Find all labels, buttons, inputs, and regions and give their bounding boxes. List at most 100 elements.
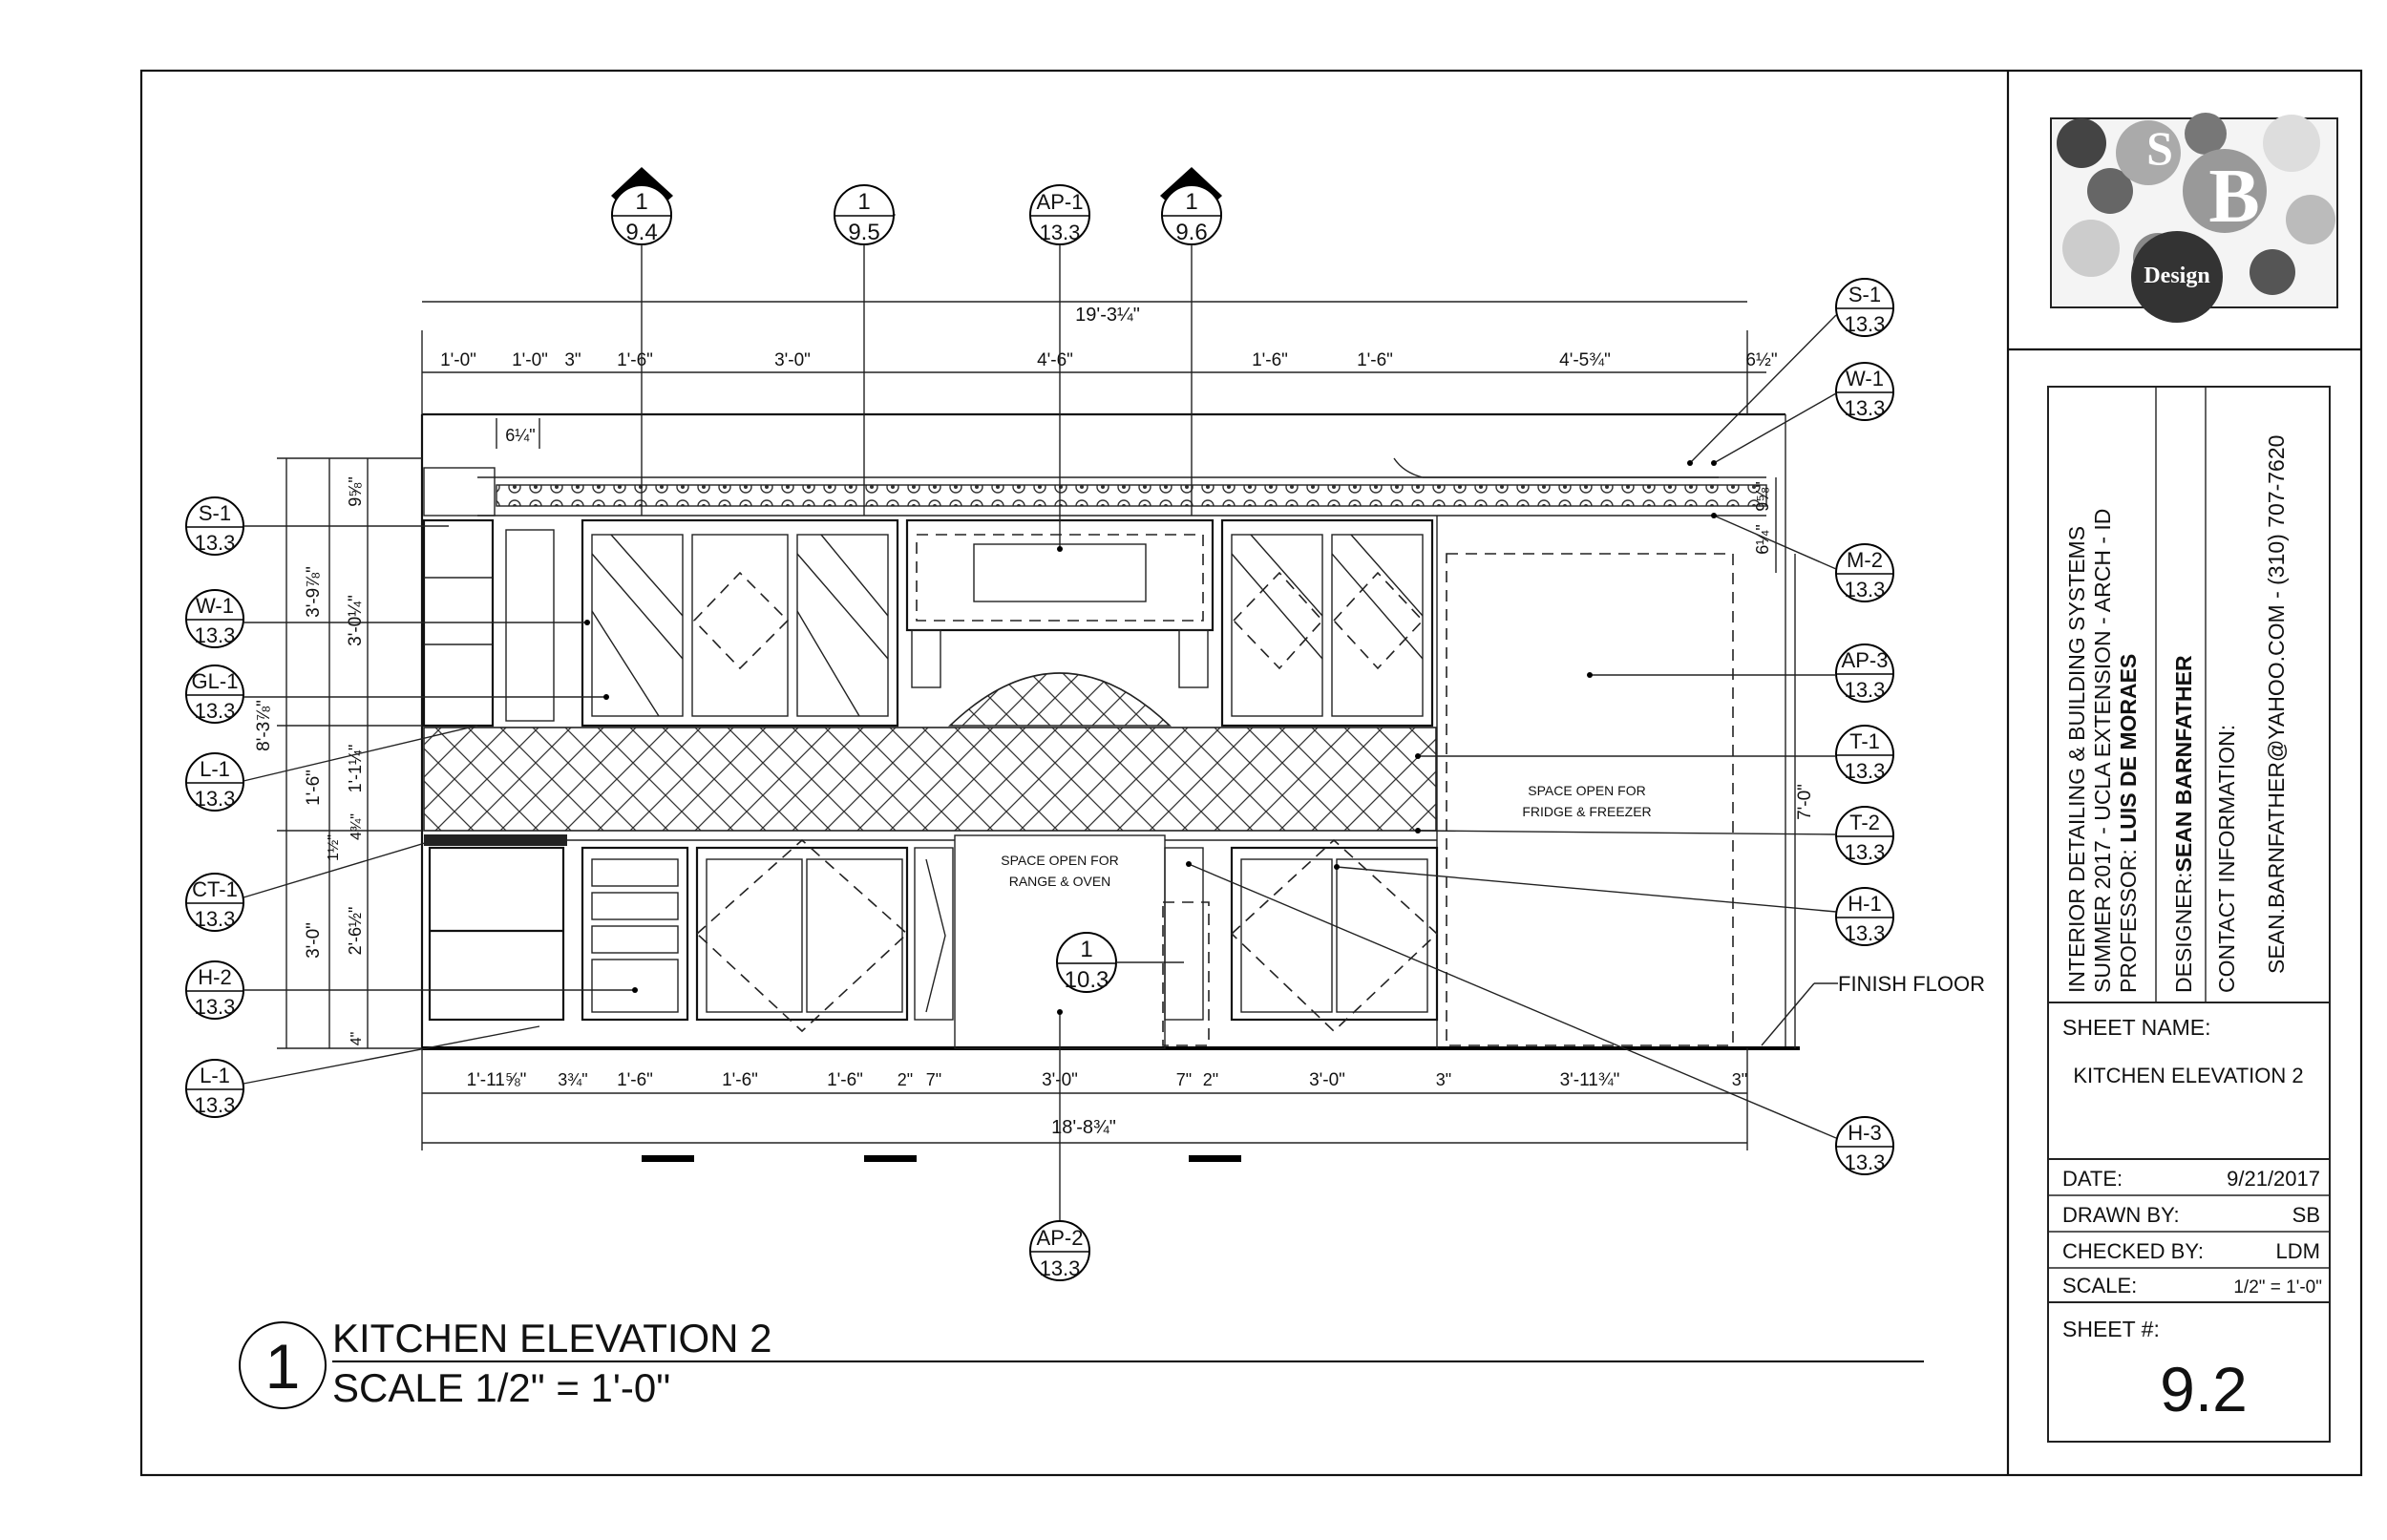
dimensions-left: 8'-3⅞" 3'-9⅞" 3'-0¼" 9⅝" 1'-6" 1'-1¼" 1½…: [254, 457, 422, 1049]
dim-left-upper: 3'-9⅞": [304, 566, 324, 618]
svg-text:13.3: 13.3: [1845, 396, 1886, 420]
dim-bottom-seg: 1'-6": [617, 1070, 653, 1090]
svg-text:H-2: H-2: [198, 965, 231, 989]
dim-crown: 6¼": [505, 426, 535, 445]
svg-text:13.3: 13.3: [1845, 678, 1886, 702]
logo-word: Design: [2144, 264, 2209, 288]
dim-top-seg: 1'-0": [512, 350, 548, 370]
dim-bottom-overall: 18'-8¾": [1051, 1117, 1116, 1138]
sheet-number-block: SHEET #: 9.2: [2062, 1317, 2248, 1424]
contact-info: CONTACT INFORMATION: SEAN.BARNFATHER@YAH…: [2214, 435, 2289, 993]
dim-top-seg: 1'-0": [440, 350, 476, 370]
fridge-note-2: FRIDGE & FREEZER: [1522, 804, 1651, 819]
crown-molding: [496, 484, 1767, 507]
dim-bottom-seg: 1'-6": [722, 1070, 758, 1090]
dim-bottom-seg: 1'-11⅝": [467, 1070, 527, 1090]
svg-text:W-1: W-1: [196, 594, 234, 618]
svg-text:AP-1: AP-1: [1037, 190, 1084, 214]
dim-top-seg: 4'-6": [1037, 350, 1073, 370]
svg-text:13.3: 13.3: [195, 1093, 236, 1117]
fridge-space: [1446, 553, 1734, 1046]
dim-bottom-seg: 7": [1176, 1070, 1192, 1089]
material-tag: AP-3 13.3: [1587, 643, 1894, 703]
dim-right-light: 6¼": [1753, 524, 1772, 554]
svg-text:H-1: H-1: [1848, 892, 1881, 916]
sheet-number: 9.2: [2160, 1354, 2248, 1424]
finish-floor-callout: FINISH FLOOR: [1761, 972, 1985, 1046]
dim-bottom-seg: 3'-0": [1309, 1070, 1345, 1090]
course-info: INTERIOR DETAILING & BUILDING SYSTEMS SU…: [2064, 509, 2141, 993]
countertop: [424, 834, 567, 846]
svg-text:FINISH FLOOR: FINISH FLOOR: [1838, 972, 1985, 996]
svg-text:13.3: 13.3: [1845, 578, 1886, 601]
material-tag: CT-1 13.3: [185, 839, 435, 932]
svg-text:9.4: 9.4: [625, 220, 657, 245]
svg-text:PROFESSOR: LUIS DE MORAES: PROFESSOR: LUIS DE MORAES: [2116, 654, 2141, 993]
end-panel: [505, 529, 555, 722]
material-tag: M-2 13.3: [1711, 513, 1894, 602]
dimensions-bottom: 1'-11⅝" 3¾" 1'-6" 1'-6" 1'-6" 2" 7" 3'-0…: [421, 1048, 1748, 1162]
dim-left-overall: 8'-3⅞": [254, 700, 274, 751]
section-cut-mark: [642, 1155, 694, 1162]
material-tag: T-1 13.3: [1415, 725, 1894, 784]
drawing-title: 1 KITCHEN ELEVATION 2 SCALE 1/2" = 1'-0": [239, 1316, 1924, 1410]
upper-cabinets: [581, 518, 1434, 728]
backsplash-tile: [423, 727, 1437, 832]
section-marker: 1 9.4: [611, 167, 673, 516]
dim-left-upper-cab: 3'-0¼": [346, 595, 366, 646]
dimensions-top: 19'-3¼" 1'-0" 1'-0" 3" 1'-6" 3'-0" 4'-6"…: [421, 301, 1778, 449]
svg-text:13.3: 13.3: [1845, 1150, 1886, 1174]
drawing-title-text: KITCHEN ELEVATION 2: [332, 1316, 772, 1361]
sheet-border: [139, 69, 2363, 1477]
dim-bottom-seg: 2": [898, 1070, 913, 1089]
section-cut-mark: [1189, 1155, 1241, 1162]
dim-bottom-seg: 3'-11¾": [1560, 1070, 1620, 1090]
dim-bottom-seg: 3": [1732, 1070, 1747, 1089]
crown-section: [423, 467, 496, 517]
dim-left-toe: 4": [349, 1032, 365, 1046]
material-tag: GL-1 13.3: [185, 665, 609, 724]
dim-top-seg: 3": [564, 350, 581, 370]
material-tag: S-1 13.3: [1687, 278, 1894, 466]
title-block-frame: [2047, 386, 2331, 1443]
svg-text:L-1: L-1: [200, 1064, 230, 1087]
svg-text:13.3: 13.3: [195, 787, 236, 811]
detail-tag: 1 10.3: [1056, 932, 1184, 993]
svg-text:10.3: 10.3: [1065, 967, 1109, 993]
svg-text:CONTACT INFORMATION:: CONTACT INFORMATION:: [2214, 725, 2239, 993]
section-cut-mark: [864, 1155, 917, 1162]
dimensions-right: 9⅝" 6¼" 7'-0": [1753, 477, 1815, 1048]
svg-text:AP-3: AP-3: [1842, 648, 1889, 672]
dim-top-overall: 19'-3¼": [1075, 305, 1140, 326]
material-tag: S-1 13.3: [185, 496, 449, 556]
dim-left-crown: 9⅝": [346, 476, 365, 506]
svg-text:13.3: 13.3: [195, 907, 236, 931]
svg-text:SHEET #:: SHEET #:: [2062, 1317, 2160, 1341]
svg-text:1: 1: [635, 189, 647, 215]
dim-top-seg: 1'-6": [617, 350, 653, 370]
svg-text:13.3: 13.3: [195, 699, 236, 723]
material-tag: H-1 13.3: [1334, 864, 1894, 946]
svg-text:DATE:: DATE:: [2062, 1167, 2123, 1191]
appliance-tag: AP-1 13.3: [1029, 184, 1090, 552]
svg-text:T-2: T-2: [1849, 811, 1880, 834]
svg-text:S-1: S-1: [199, 501, 231, 525]
dim-bottom-seg: 2": [1203, 1070, 1218, 1089]
hood-corbel: [911, 629, 941, 688]
material-tag: H-2 13.3: [185, 960, 638, 1020]
dim-left-backsplash-inner: 1'-1¼": [346, 745, 365, 793]
logo-letter-b: B: [2208, 155, 2259, 239]
svg-text:1: 1: [1185, 189, 1197, 215]
range-note-2: RANGE & OVEN: [1009, 874, 1111, 889]
dim-top-seg: 4'-5¾": [1559, 350, 1611, 370]
dim-left-ct2: 4¾": [349, 813, 365, 840]
dim-bottom-seg: 1'-6": [827, 1070, 863, 1090]
svg-text:9.5: 9.5: [848, 220, 879, 245]
svg-text:S-1: S-1: [1848, 283, 1881, 306]
svg-text:DESIGNER:SEAN BARNFATHER: DESIGNER:SEAN BARNFATHER: [2171, 655, 2196, 993]
svg-text:SCALE:: SCALE:: [2062, 1274, 2137, 1297]
dim-left-lower: 3'-0": [304, 922, 324, 959]
svg-text:13.3: 13.3: [1845, 759, 1886, 783]
dim-top-seg: 1'-6": [1357, 350, 1393, 370]
svg-text:CT-1: CT-1: [192, 877, 238, 901]
